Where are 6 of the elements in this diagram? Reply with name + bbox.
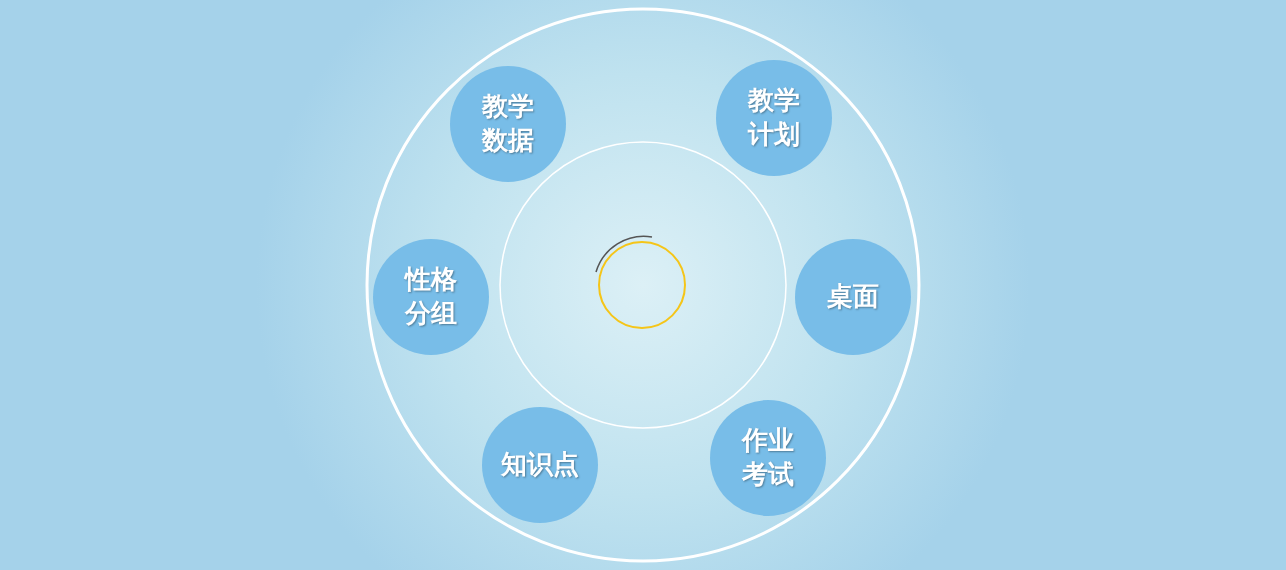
topic-label: 性格分组 bbox=[403, 263, 458, 330]
topic-label: 教学计划 bbox=[746, 84, 801, 151]
topic-label: 教学数据 bbox=[480, 90, 535, 157]
topic-label: 作业考试 bbox=[740, 424, 795, 491]
topic-label: 知识点 bbox=[500, 448, 580, 482]
topic-label: 桌面 bbox=[826, 280, 880, 314]
